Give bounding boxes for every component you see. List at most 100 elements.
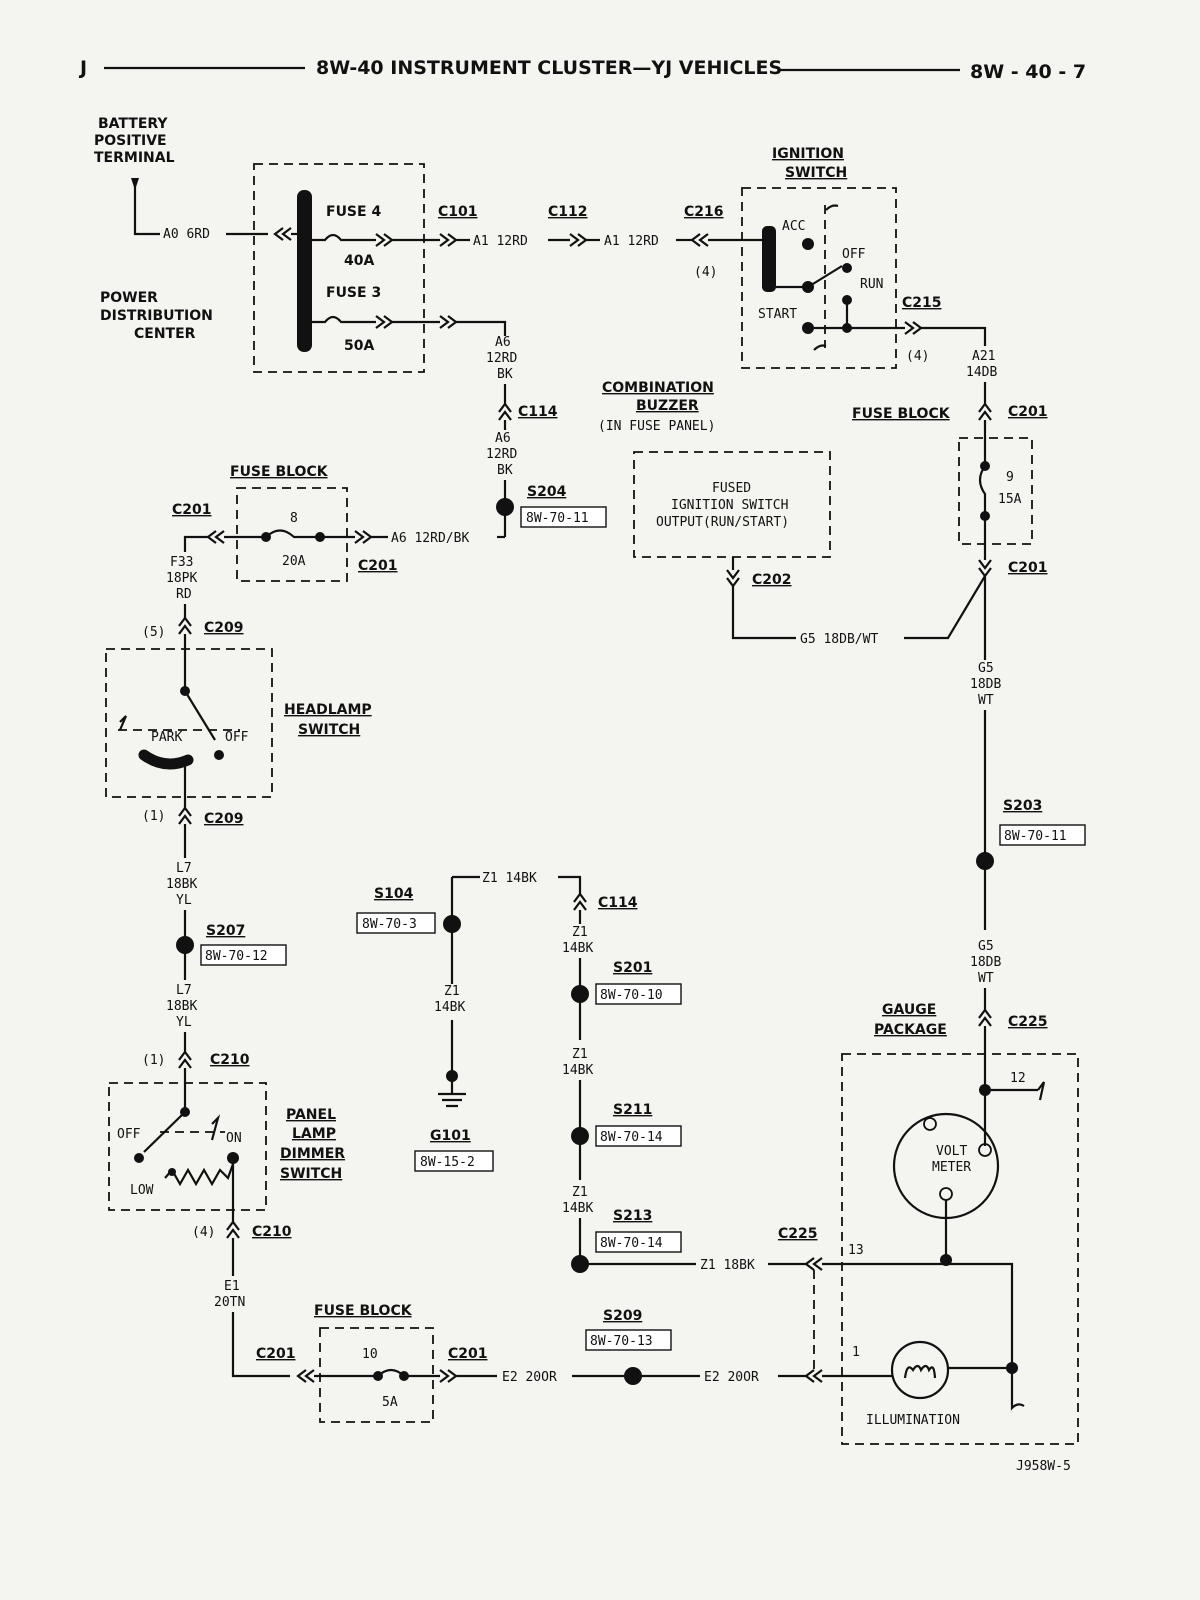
c210-pin-1: (1) — [142, 1053, 165, 1068]
fb8-right-connector — [354, 530, 373, 544]
wire-z1-c-label-1: Z1 — [572, 1185, 588, 1200]
wire-a6-label-2: 12RD — [486, 351, 517, 366]
ignition-blade[interactable] — [807, 265, 843, 288]
connector-c210-bottom: C210 — [252, 1224, 292, 1240]
connector-c114-z1-symbol — [573, 892, 587, 911]
fuse-9-number: 9 — [1006, 470, 1014, 485]
voltmeter-label-1: VOLT — [936, 1144, 967, 1159]
connector-c112: C112 — [548, 204, 588, 220]
connector-c114: C114 — [518, 404, 558, 420]
ignition-run-label: RUN — [860, 277, 883, 292]
wire-z1-top-label: Z1 14BK — [482, 871, 537, 886]
connector-c215: C215 — [902, 295, 942, 311]
dimmer-label-1: PANEL — [286, 1107, 336, 1123]
wire-e1-label-2: 20TN — [214, 1295, 245, 1310]
wire-g5-buzzer-join — [904, 575, 986, 640]
wire-l7-label-3: YL — [176, 893, 192, 908]
gauge-label-2: PACKAGE — [874, 1022, 947, 1038]
headlamp-label-1: HEADLAMP — [284, 702, 372, 718]
fuse-10-number: 10 — [362, 1347, 378, 1362]
connector-c209-top: C209 — [204, 620, 244, 636]
illumination-lamp-icon — [890, 1340, 950, 1400]
wire-z1-top — [452, 875, 582, 894]
wire-e2-label-right: E2 20OR — [704, 1370, 759, 1385]
battery-label-2: POSITIVE — [94, 133, 167, 149]
wire-e1-run — [231, 1312, 290, 1378]
wire-a6b-label-3: BK — [497, 463, 513, 478]
wire-a21-run — [921, 326, 987, 346]
pdc-box — [253, 163, 425, 373]
splice-s213-ref: 8W-70-14 — [600, 1236, 663, 1251]
dimmer-rheostat — [164, 1163, 235, 1187]
connector-c225-ground-symbol — [804, 1257, 823, 1271]
connector-c225-top-symbol — [978, 1008, 992, 1027]
fuse-8-rating: 20A — [282, 554, 306, 569]
dimmer-mech-icon — [210, 1114, 221, 1141]
wire-f33-label-2: 18PK — [166, 571, 197, 586]
ground-icon — [438, 1076, 466, 1108]
c210-pin-4: (4) — [192, 1225, 215, 1240]
dimmer-low-label: LOW — [130, 1183, 154, 1198]
connector-c101-symbol — [439, 233, 458, 247]
wire-a1-label-1: A1 12RD — [473, 234, 528, 249]
pdc-label-1: POWER — [100, 290, 158, 306]
splice-s104-ref-box — [356, 912, 436, 934]
connector-c201-fb8-right: C201 — [358, 558, 398, 574]
wire-a21-label-1: A21 — [972, 349, 995, 364]
splice-s211-ref: 8W-70-14 — [600, 1130, 663, 1145]
splice-s201 — [571, 985, 589, 1003]
dimmer-on-label: ON — [226, 1131, 242, 1146]
fuse-4-rating: 40A — [344, 253, 374, 269]
headlamp-mech-icon — [118, 715, 128, 731]
headlamp-blade[interactable] — [184, 690, 216, 741]
fuse-8-number: 8 — [290, 511, 298, 526]
wire-a0-label: A0 6RD — [163, 227, 210, 242]
connector-c209-bottom: C209 — [204, 811, 244, 827]
splice-s104-ref: 8W-70-3 — [362, 917, 417, 932]
splice-s204 — [496, 498, 514, 516]
figure-id: J958W-5 — [1016, 1459, 1071, 1474]
wire-z1-g-label-1: Z1 — [444, 984, 460, 999]
splice-s201-ref-box — [595, 983, 682, 1005]
connector-c201-fb10-right: C201 — [448, 1346, 488, 1362]
voltmeter-terminal-c — [939, 1187, 953, 1201]
splice-s211-ref-box — [595, 1125, 682, 1147]
dimmer-label-4: SWITCH — [280, 1166, 342, 1182]
connector-c209-top-symbol — [178, 616, 192, 635]
wire-g5-a-label-2: 18DB — [970, 677, 1001, 692]
dimmer-label-2: LAMP — [292, 1126, 336, 1142]
wire-l7-label-1: L7 — [176, 861, 192, 876]
ground-g101-ref-box — [414, 1150, 494, 1172]
splice-s204-label: S204 — [527, 484, 567, 500]
z1-b-label-bg — [558, 1040, 602, 1078]
splice-s207-ref-box — [200, 944, 287, 966]
splice-s204-ref: 8W-70-11 — [526, 511, 589, 526]
connector-c101-a6 — [439, 315, 458, 329]
splice-s209-label: S209 — [603, 1308, 642, 1324]
splice-s209 — [624, 1367, 642, 1385]
ignition-busbar — [762, 226, 776, 292]
dimmer-switch-box — [108, 1082, 267, 1211]
fuse-3-symbol — [312, 315, 376, 324]
fuse-block-9-box — [958, 437, 1033, 545]
wire-a6-run — [456, 320, 507, 336]
wire-a6-label-3: BK — [497, 367, 513, 382]
wire-g5-a-label-3: WT — [978, 693, 994, 708]
wire-a1-label-2: A1 12RD — [604, 234, 659, 249]
gauge-pin13-label: 13 — [848, 1243, 864, 1258]
gauge-pin12-label: 12 — [1010, 1071, 1026, 1086]
wire-e1-label-1: E1 — [224, 1279, 240, 1294]
illumination-ground-break-icon — [1010, 1368, 1025, 1411]
fuse-9-terminal-b — [980, 511, 990, 521]
fuse-3-out-connector — [375, 315, 394, 329]
fuse-4-symbol — [312, 233, 376, 242]
z1-c-label-bg — [558, 1180, 602, 1218]
ignition-mech-icon-top — [825, 204, 839, 211]
ignition-off-contact — [842, 263, 852, 273]
fuse-10-rating: 5A — [382, 1395, 398, 1410]
fuse-4-label: FUSE 4 — [326, 204, 381, 220]
connector-c201-fb10-left: C201 — [256, 1346, 296, 1362]
fb8-left-connector — [206, 530, 225, 544]
fuse-10-terminal-a — [373, 1371, 383, 1381]
